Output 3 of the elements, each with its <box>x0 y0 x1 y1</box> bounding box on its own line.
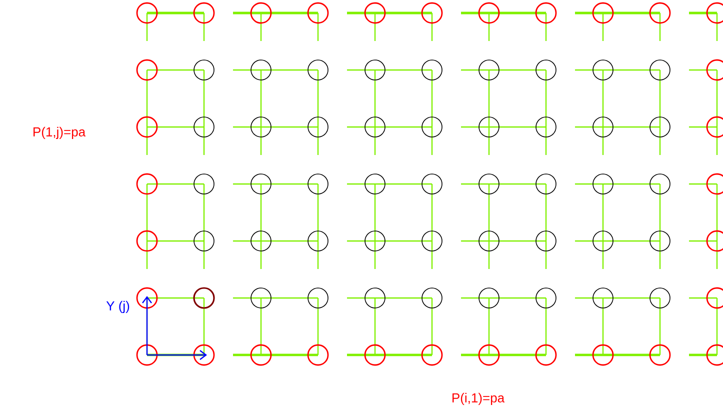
axis-label: Y (j) <box>106 300 130 314</box>
boundary-label: P(1,j)=pa <box>34 126 86 140</box>
boundary-label: P(i,1)=pa <box>452 392 505 406</box>
